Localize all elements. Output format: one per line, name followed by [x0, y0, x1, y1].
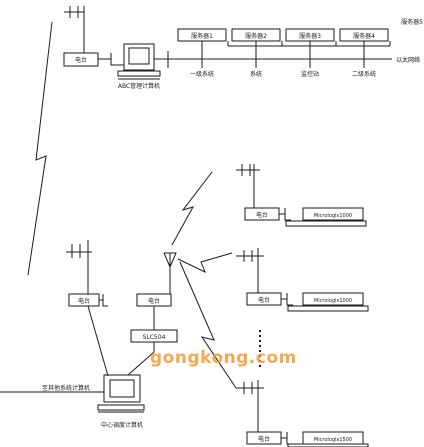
radio-link-station-1 — [171, 171, 213, 246]
watermark-text: gongkong.com — [150, 348, 297, 368]
top-modem-label: 电台 — [75, 56, 87, 64]
workstation-3-label: 监控站 — [301, 70, 319, 78]
center-modem-right-label: 电台 — [148, 297, 160, 305]
workstation-1-label: 一级系统 — [190, 70, 214, 78]
station-3-radio-label: 电台 — [258, 435, 270, 443]
station-1-plc-label: Micrologix1000 — [314, 213, 352, 219]
server-2-label: 服务器2 — [245, 32, 267, 40]
server-5-label: 服务器5 — [401, 18, 423, 26]
workstation-4-label: 二级系统 — [352, 70, 376, 78]
top-host-computer-icon — [117, 43, 161, 80]
station-1 — [236, 164, 367, 227]
server-row — [177, 28, 391, 59]
station-2 — [236, 248, 369, 312]
station-3 — [236, 380, 369, 447]
link-label: 至其他系统计算机 — [42, 384, 90, 392]
radio-link-top — [27, 21, 53, 276]
bus-label: 以太网络 — [396, 56, 420, 64]
station-2-plc-label: Micrologix1000 — [314, 298, 352, 304]
station-3-plc-label: Micrologix1500 — [314, 437, 352, 443]
center-antenna-icon — [163, 252, 177, 294]
center-host-label: 中心调度计算机 — [101, 421, 143, 429]
workstation-2-label: 系统 — [250, 70, 262, 78]
server-3-label: 服务器3 — [299, 32, 321, 40]
server-4-label: 服务器4 — [353, 32, 375, 40]
center-host-computer-icon — [97, 374, 145, 413]
center-modem-left-label: 电台 — [78, 297, 90, 305]
server-1-label: 服务器1 — [191, 32, 213, 40]
top-host-label: ABC管理计算机 — [118, 82, 160, 90]
radio-link-station-2 — [177, 252, 233, 274]
left-antenna-icon — [66, 240, 92, 292]
radio-link-station-3 — [179, 261, 237, 389]
station-1-radio-label: 电台 — [256, 211, 268, 219]
top-antenna-icon — [64, 6, 85, 48]
controller-label: SLC504 — [143, 334, 166, 341]
station-2-radio-label: 电台 — [258, 296, 270, 304]
